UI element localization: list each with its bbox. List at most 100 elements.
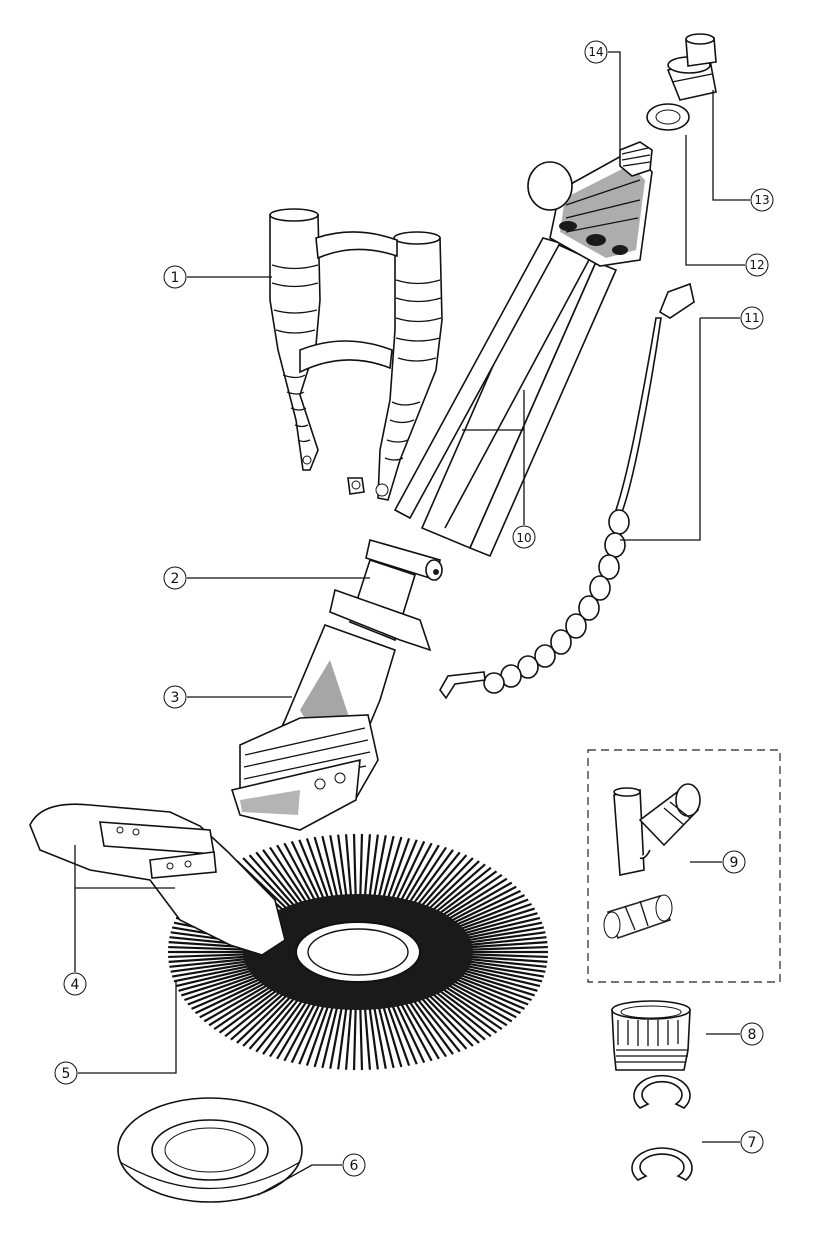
skirt-fin [255, 997, 300, 1053]
part-9-accessory-kit [587, 749, 781, 983]
skirt-fin [440, 873, 503, 917]
skirt-fin [276, 844, 313, 903]
skirt-fin [467, 957, 547, 968]
skirt-fin [168, 945, 249, 951]
part-3-body-housing [230, 623, 396, 831]
part-10-tube-pair [393, 237, 618, 558]
skirt-fin [395, 840, 426, 901]
leader-lines [74, 51, 750, 1196]
skirt-fin [290, 1003, 321, 1064]
skirt-fin [403, 1001, 440, 1060]
skirt-fin [459, 971, 535, 997]
skirt-fin [283, 1002, 317, 1062]
part-6-bottom-ring [117, 1097, 303, 1203]
skirt-fin [298, 839, 326, 901]
skirt-fin [178, 969, 255, 992]
svg-text:9: 9 [730, 855, 739, 871]
skirt-fin [446, 983, 513, 1023]
callout-10: 10 [512, 525, 536, 549]
part-4-foot-flap [29, 803, 286, 956]
skirt-fin [412, 849, 454, 906]
svg-text:3: 3 [171, 690, 180, 706]
svg-text:2: 2 [171, 571, 180, 587]
skirt-fin [363, 1006, 372, 1070]
skirt-fin [298, 1003, 326, 1065]
skirt-fin [416, 997, 461, 1053]
skirt-fin [262, 849, 304, 906]
skirt-fin [213, 987, 276, 1031]
skirt-fin [443, 877, 508, 919]
svg-text:14: 14 [588, 45, 603, 59]
skirt-fin [423, 995, 474, 1047]
skirt-fin [305, 837, 330, 900]
skirt-fin [368, 1006, 379, 1070]
skirt-fin [459, 907, 535, 933]
skirt-fin [408, 846, 447, 904]
skirt-fin [305, 1004, 330, 1067]
skirt-fin [456, 898, 529, 929]
skirt-fin [168, 955, 249, 963]
skirt-fin [467, 941, 548, 949]
skirt-fin [313, 1005, 334, 1068]
skirt-fin [168, 953, 249, 959]
svg-text:10: 10 [516, 531, 531, 545]
skirt-fin [446, 881, 513, 921]
skirt-fin [171, 962, 251, 978]
skirt-fin [408, 1000, 447, 1058]
skirt-fin [199, 981, 267, 1019]
part-12-o-ring [646, 103, 690, 131]
skirt-fin [382, 836, 403, 899]
skirt-fin [242, 995, 293, 1047]
callout-5: 5 [54, 1061, 78, 1085]
skirt-fin [461, 969, 538, 992]
skirt-fin [403, 844, 440, 903]
part-2-collar-sleeve [329, 538, 443, 652]
skirt-fin [191, 977, 263, 1010]
skirt-fin [458, 973, 532, 1002]
skirt-fin [437, 988, 498, 1034]
skirt-fin [181, 971, 257, 997]
skirt-fin [386, 1004, 411, 1067]
skirt-fin [173, 964, 252, 983]
skirt-fin [467, 953, 548, 959]
skirt-fin [363, 834, 372, 898]
skirt-fin [434, 866, 492, 914]
skirt-fin [359, 1006, 364, 1071]
skirt-fin [465, 962, 545, 978]
skirt-fin [464, 921, 543, 940]
skirt-fin [169, 957, 249, 968]
svg-text:11: 11 [744, 311, 759, 325]
skirt-fin [248, 996, 297, 1050]
part-1-handle-assembly [269, 208, 443, 501]
skirt-fin [290, 840, 321, 901]
skirt-fin [419, 996, 468, 1050]
skirt-fin [390, 1003, 418, 1065]
skirt-fin [451, 889, 521, 925]
svg-text:8: 8 [748, 1027, 757, 1043]
skirt-fin [467, 955, 548, 963]
skirt-fin [386, 837, 411, 900]
skirt-fin [255, 851, 300, 907]
skirt-fin [449, 981, 517, 1019]
skirt-fin [412, 998, 454, 1055]
skirt-fin [461, 912, 538, 935]
skirt-fin [465, 926, 545, 942]
skirt-fin [329, 1006, 344, 1069]
skirt-fin [262, 998, 304, 1055]
skirt-fin [416, 851, 461, 907]
svg-text:4: 4 [71, 977, 80, 993]
svg-text:13: 13 [754, 193, 769, 207]
skirt-fin [344, 834, 353, 898]
skirt-fin [456, 975, 529, 1006]
callout-3: 3 [163, 685, 187, 709]
skirt-fin [230, 992, 286, 1041]
skirt-fin [464, 964, 543, 983]
skirt-fin [276, 1001, 313, 1060]
callout-11: 11 [740, 306, 764, 330]
svg-text:5: 5 [62, 1066, 71, 1082]
skirt-fin [344, 1006, 353, 1070]
svg-text:7: 7 [748, 1135, 757, 1151]
skirt-fin [352, 1006, 357, 1071]
skirt-fin [466, 931, 546, 944]
skirt-fin [208, 985, 273, 1027]
